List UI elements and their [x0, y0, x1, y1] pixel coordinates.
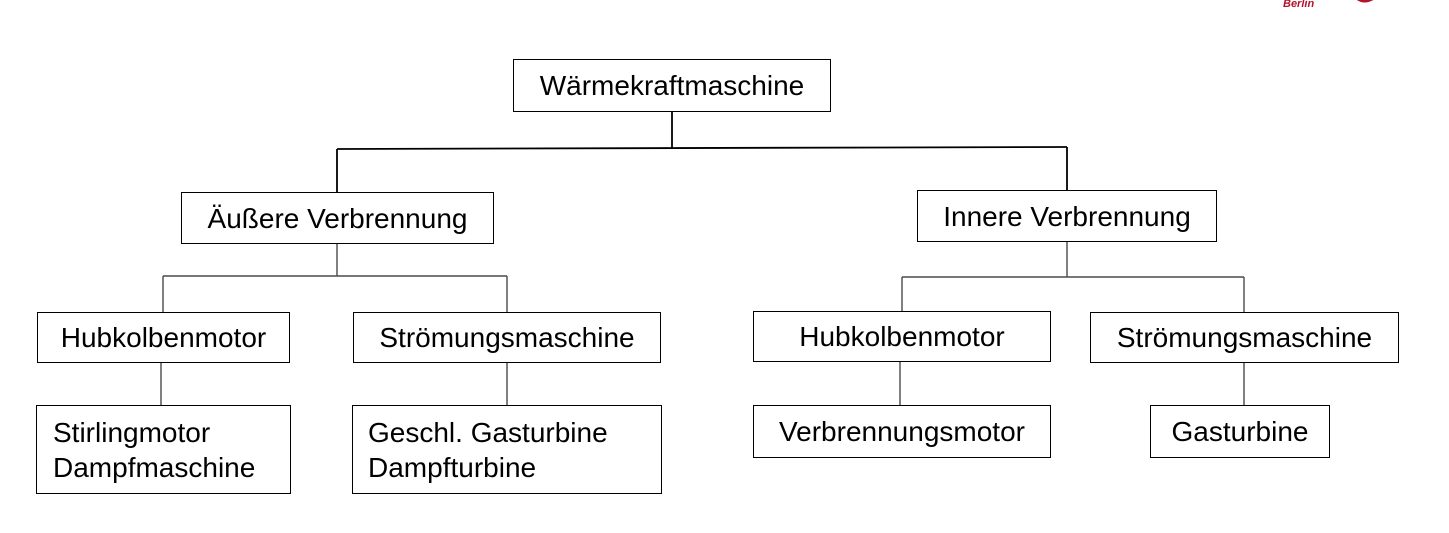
node-int-piston-engine: Hubkolbenmotor — [753, 311, 1051, 362]
connector-level1-bar — [336, 146, 1068, 150]
node-ext-flow-machine: Strömungsmaschine — [353, 312, 661, 363]
example-label: Gasturbine — [1171, 416, 1309, 447]
node-root-label: Wärmekraftmaschine — [539, 70, 805, 101]
example-label: Stirlingmotor — [53, 416, 211, 448]
node-ext-flow-machine-label: Strömungsmaschine — [379, 322, 635, 353]
example-label: Dampfmaschine — [53, 451, 256, 483]
node-ext-piston-examples: Stirlingmotor Dampfmaschine — [36, 405, 291, 494]
node-root: Wärmekraftmaschine — [513, 59, 831, 112]
logo-text: Berlin — [1283, 0, 1315, 10]
example-label: Geschl. Gasturbine — [368, 416, 608, 448]
node-int-flow-examples: Gasturbine — [1150, 405, 1330, 458]
node-int-flow-machine: Strömungsmaschine — [1090, 312, 1399, 363]
node-int-piston-engine-label: Hubkolbenmotor — [799, 321, 1005, 352]
node-ext-flow-examples: Geschl. Gasturbine Dampfturbine — [352, 405, 662, 494]
node-int-piston-examples: Verbrennungsmotor — [753, 405, 1051, 458]
node-ext-piston-engine: Hubkolbenmotor — [37, 312, 290, 363]
node-internal-combustion-label: Innere Verbrennung — [943, 200, 1191, 232]
example-label: Dampfturbine — [368, 451, 537, 483]
example-label: Verbrennungsmotor — [779, 416, 1025, 447]
node-external-combustion: Äußere Verbrennung — [181, 192, 494, 244]
node-int-flow-machine-label: Strömungsmaschine — [1116, 322, 1373, 353]
university-logo-icon — [1356, 0, 1374, 3]
node-internal-combustion: Innere Verbrennung — [917, 190, 1217, 242]
node-external-combustion-label: Äußere Verbrennung — [207, 202, 468, 234]
node-ext-piston-engine-label: Hubkolbenmotor — [60, 322, 267, 353]
